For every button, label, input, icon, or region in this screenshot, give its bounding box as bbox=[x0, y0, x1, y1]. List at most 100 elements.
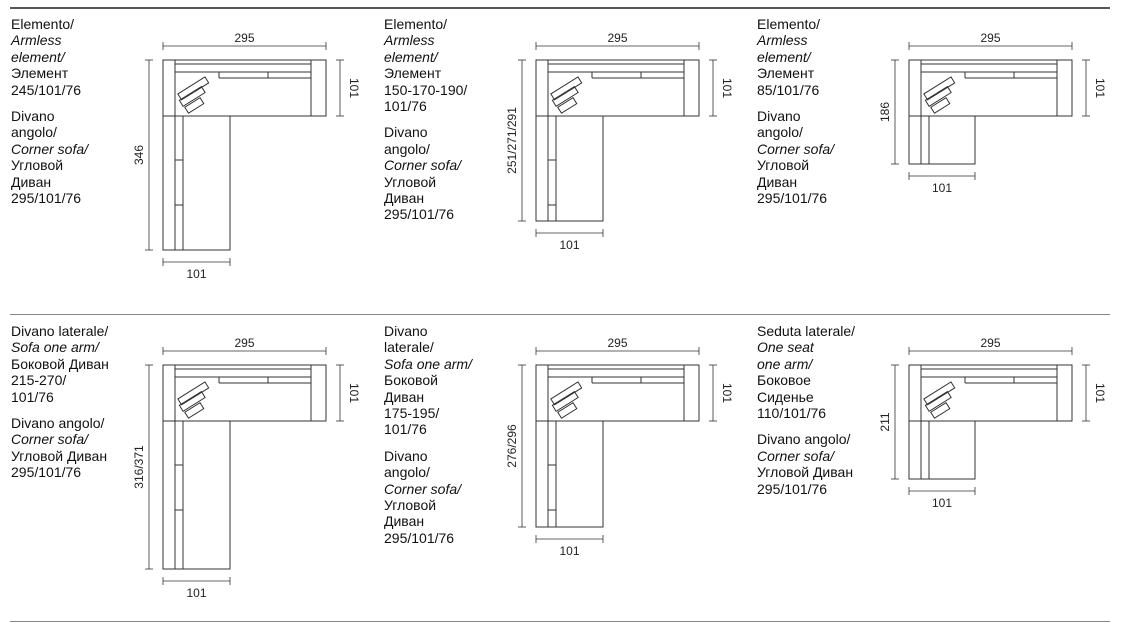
dim-bottom-label: 101 bbox=[559, 238, 579, 252]
spacer bbox=[384, 114, 467, 124]
description-line: 101/76 bbox=[384, 421, 427, 438]
recliner-mechanism bbox=[550, 76, 583, 114]
recliner-part bbox=[550, 76, 583, 101]
description-line: 295/101/76 bbox=[11, 190, 82, 207]
description-line: Divano angolo/ bbox=[757, 431, 851, 448]
dim-depth-label: 101 bbox=[720, 383, 734, 403]
dimension-lines bbox=[891, 42, 1090, 180]
spacer bbox=[11, 98, 88, 108]
chaise-seat bbox=[920, 115, 976, 165]
recliner-part bbox=[923, 76, 956, 101]
description-line: 85/101/76 bbox=[757, 81, 820, 98]
description-line: Угловой Диван bbox=[757, 464, 854, 481]
description-line: Divano bbox=[384, 323, 428, 339]
description-line: Элемент bbox=[384, 65, 442, 82]
description-line: Armless bbox=[384, 32, 435, 49]
left-back-frame bbox=[535, 364, 549, 528]
recliner-mechanism bbox=[550, 381, 583, 419]
description-line: Elemento/ bbox=[757, 16, 821, 32]
description-line: Угловой Диван bbox=[11, 447, 108, 464]
dim-depth-label: 101 bbox=[347, 383, 361, 403]
sofa-outline bbox=[162, 364, 327, 570]
description-line: 110/101/76 bbox=[757, 405, 827, 422]
recliner-part bbox=[930, 401, 951, 419]
dim-bottom-label: 101 bbox=[559, 544, 579, 558]
description-line: Corner sofa/ bbox=[11, 140, 89, 157]
description-line: 295/101/76 bbox=[11, 464, 82, 481]
dimension-lines bbox=[518, 42, 717, 237]
description-line: Диван bbox=[384, 513, 425, 530]
description-line: Диван bbox=[384, 388, 425, 405]
dimension-lines bbox=[145, 42, 344, 266]
dim-height-label: 276/296 bbox=[505, 424, 519, 468]
sofa-outline bbox=[908, 59, 1073, 165]
chaise-seat bbox=[174, 420, 231, 570]
recliner-part bbox=[177, 381, 210, 406]
description-line: Armless bbox=[11, 32, 62, 49]
sofa-diagram-5: 295 101 276/296 101 bbox=[505, 336, 734, 558]
description-line: Divano laterale/ bbox=[11, 323, 109, 339]
recliner-part bbox=[557, 96, 578, 114]
recliner-part bbox=[177, 76, 210, 101]
description-line: Divano angolo/ bbox=[11, 415, 105, 432]
description-line: Divano bbox=[11, 108, 55, 125]
dim-height-label: 251/271/291 bbox=[505, 107, 519, 174]
right-arm bbox=[683, 59, 700, 117]
dim-bottom-label: 101 bbox=[932, 181, 952, 195]
spacer bbox=[11, 405, 109, 415]
chaise-seat bbox=[547, 420, 604, 528]
description-line: element/ bbox=[11, 48, 65, 65]
right-arm bbox=[310, 364, 327, 422]
recliner-mechanism bbox=[177, 381, 210, 419]
description-line: angolo/ bbox=[384, 464, 430, 481]
recliner-mechanism bbox=[923, 76, 956, 114]
sofa-outline bbox=[535, 59, 700, 222]
left-back-frame bbox=[908, 364, 922, 480]
description-line: Угловой bbox=[384, 497, 437, 514]
description-line: Боковое bbox=[757, 372, 811, 389]
description-line: one arm/ bbox=[757, 355, 813, 372]
recliner-part bbox=[551, 85, 579, 107]
description-line: 295/101/76 bbox=[384, 529, 455, 546]
description-line: 215-270/ bbox=[11, 372, 67, 389]
description-line: Corner sofa/ bbox=[384, 480, 462, 497]
description-line: Armless bbox=[757, 32, 808, 49]
description-line: Corner sofa/ bbox=[757, 447, 835, 464]
description-line: Sofa one arm/ bbox=[11, 339, 99, 356]
description-line: angolo/ bbox=[757, 124, 803, 141]
dim-width-label: 295 bbox=[980, 31, 1000, 45]
dim-width-label: 295 bbox=[607, 336, 627, 350]
description-line: 295/101/76 bbox=[757, 480, 828, 497]
dim-width-label: 295 bbox=[607, 31, 627, 45]
left-back-frame bbox=[162, 59, 176, 251]
recliner-part bbox=[178, 390, 206, 412]
dimension-lines bbox=[891, 347, 1090, 495]
right-arm bbox=[310, 59, 327, 117]
dim-width-label: 295 bbox=[234, 336, 254, 350]
dim-height-label: 346 bbox=[132, 145, 146, 165]
left-back-frame bbox=[535, 59, 549, 222]
recliner-part bbox=[924, 85, 952, 107]
dim-depth-label: 101 bbox=[1093, 383, 1107, 403]
dim-bottom-label: 101 bbox=[932, 496, 952, 510]
description-line: Sofa one arm/ bbox=[384, 355, 472, 372]
description-line: Угловой bbox=[757, 157, 810, 174]
description-line: element/ bbox=[384, 48, 438, 65]
description-line: Диван bbox=[11, 173, 52, 190]
description-line: Диван bbox=[757, 173, 798, 190]
description-line: One seat bbox=[757, 339, 814, 356]
description-line: Corner sofa/ bbox=[757, 140, 835, 157]
bottom-rule bbox=[10, 621, 1110, 622]
description-line: Диван bbox=[384, 190, 425, 207]
recliner-part bbox=[924, 390, 952, 412]
dim-depth-label: 101 bbox=[1093, 78, 1107, 98]
description-line: Элемент bbox=[757, 65, 815, 82]
dim-width-label: 295 bbox=[980, 336, 1000, 350]
